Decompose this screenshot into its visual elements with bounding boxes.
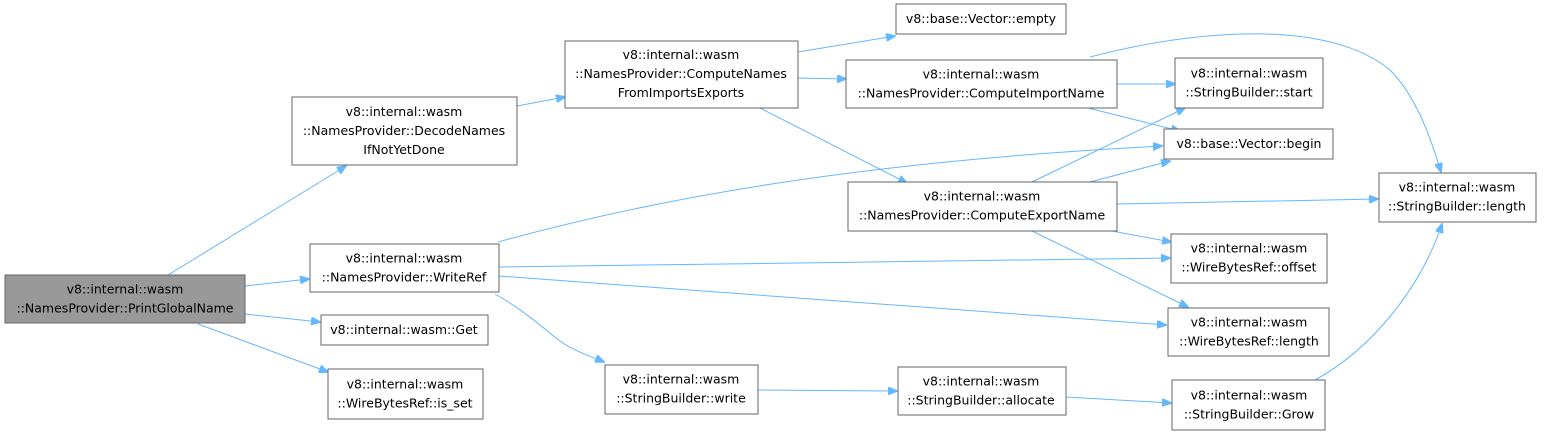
node-label-line: v8::internal::wasm <box>623 372 740 387</box>
node-label-line: ::WireBytesRef::is_set <box>337 396 472 411</box>
node-label-line: v8::internal::wasm <box>623 47 740 62</box>
node-compute-export[interactable]: v8::internal::wasm::NamesProvider::Compu… <box>847 181 1118 232</box>
node-label-line: v8::internal::wasm <box>1399 180 1516 195</box>
node-label-line: ::WireBytesRef::length <box>1179 334 1319 349</box>
node-label-line: v8::internal::wasm <box>347 377 464 392</box>
edge-writeref-vectorbegin <box>497 146 1162 243</box>
node-label-line: ::NamesProvider::WriteRef <box>322 270 487 285</box>
node-label-line: ::StringBuilder::write <box>616 391 746 406</box>
edge-computeexport-sblength <box>1116 199 1378 205</box>
edge-computeexport-sbstart <box>1031 108 1185 183</box>
node-label-line: ::NamesProvider::DecodeNames <box>303 123 505 138</box>
edge-printglobalname-decodenames <box>167 166 346 276</box>
edge-computenames-computeexport <box>759 107 907 183</box>
node-label-line: v8::internal::wasm <box>924 189 1041 204</box>
node-decode-names[interactable]: v8::internal::wasm::NamesProvider::Decod… <box>291 96 518 166</box>
node-compute-names[interactable]: v8::internal::wasm::NamesProvider::Compu… <box>564 40 799 109</box>
node-label-line: ::StringBuilder::start <box>1185 85 1312 100</box>
edge-writeref-sbwrite <box>494 293 604 362</box>
node-compute-import[interactable]: v8::internal::wasm::NamesProvider::Compu… <box>845 59 1118 109</box>
edge-computeexport-wbrlength <box>1031 230 1188 307</box>
edge-decodenames-computenames <box>516 97 565 107</box>
node-print-global-name[interactable]: v8::internal::wasm::NamesProvider::Print… <box>4 274 246 324</box>
node-label-line: IfNotYetDone <box>363 142 445 157</box>
node-label-line: v8::internal::wasm <box>1191 241 1308 256</box>
edge-sbgrow-sblength <box>1314 224 1442 381</box>
edge-writeref-wbrlength <box>498 275 1166 325</box>
edge-computeimport-vectorbegin <box>1087 107 1180 131</box>
node-label-line: v8::internal::wasm <box>346 104 463 119</box>
node-vector-empty[interactable]: v8::base::Vector::empty <box>895 3 1067 35</box>
edge-printglobalname-isset <box>197 323 328 372</box>
node-label-line: ::NamesProvider::ComputeExportName <box>859 208 1106 223</box>
edge-computeexport-vectorbegin <box>1089 161 1170 183</box>
node-label-line: v8::internal::wasm <box>346 251 463 266</box>
node-get[interactable]: v8::internal::wasm::Get <box>320 314 489 346</box>
node-write-ref[interactable]: v8::internal::wasm::NamesProvider::Write… <box>309 243 500 293</box>
edges <box>167 33 1442 403</box>
node-sb-write[interactable]: v8::internal::wasm::StringBuilder::write <box>604 364 759 415</box>
node-vector-begin[interactable]: v8::base::Vector::begin <box>1163 128 1334 160</box>
edge-computenames-sblength <box>1089 33 1441 172</box>
node-sb-grow[interactable]: v8::internal::wasm::StringBuilder::Grow <box>1171 379 1326 431</box>
node-sb-start[interactable]: v8::internal::wasm::StringBuilder::start <box>1174 57 1324 109</box>
edge-writeref-wbroffset <box>498 258 1170 268</box>
node-sb-length[interactable]: v8::internal::wasm::StringBuilder::lengt… <box>1378 172 1537 223</box>
node-label-line: v8::internal::wasm <box>923 67 1040 82</box>
edge-sbwrite-sballocate <box>757 390 897 391</box>
edge-printglobalname-get <box>244 313 320 322</box>
edge-computeexport-wbroffset <box>1111 230 1171 242</box>
node-label-line: ::StringBuilder::allocate <box>907 393 1055 408</box>
node-label-line: ::StringBuilder::length <box>1388 199 1526 214</box>
node-label-line: v8::internal::wasm <box>67 282 184 297</box>
node-label-line: v8::internal::wasm <box>1191 388 1308 403</box>
node-label-line: v8::internal::wasm <box>1191 315 1308 330</box>
node-label-line: ::NamesProvider::PrintGlobalName <box>17 301 234 316</box>
node-label-line: v8::base::Vector::empty <box>906 11 1057 26</box>
node-is-set[interactable]: v8::internal::wasm::WireBytesRef::is_set <box>327 368 484 420</box>
edge-sballocate-sbgrow <box>1065 396 1171 403</box>
edge-computenames-vectorempty <box>797 36 895 53</box>
node-label-line: ::NamesProvider::ComputeNames <box>575 66 787 81</box>
node-wbr-length[interactable]: v8::internal::wasm::WireBytesRef::length <box>1167 307 1330 357</box>
node-label-line: v8::internal::wasm <box>923 374 1040 389</box>
node-label-line: ::NamesProvider::ComputeImportName <box>858 86 1105 101</box>
edge-computenames-computeimport <box>797 78 846 79</box>
edge-printglobalname-writeref <box>244 279 309 287</box>
node-label-line: ::StringBuilder::Grow <box>1184 407 1315 422</box>
node-label-line: ::WireBytesRef::offset <box>1181 260 1316 275</box>
node-label-line: v8::internal::wasm::Get <box>330 322 478 337</box>
node-label-line: v8::internal::wasm <box>1191 66 1308 81</box>
node-wbr-offset[interactable]: v8::internal::wasm::WireBytesRef::offset <box>1170 233 1328 284</box>
node-sb-allocate[interactable]: v8::internal::wasm::StringBuilder::alloc… <box>897 366 1067 416</box>
node-label-line: v8::base::Vector::begin <box>1177 136 1322 151</box>
node-label-line: FromImportsExports <box>618 85 744 100</box>
